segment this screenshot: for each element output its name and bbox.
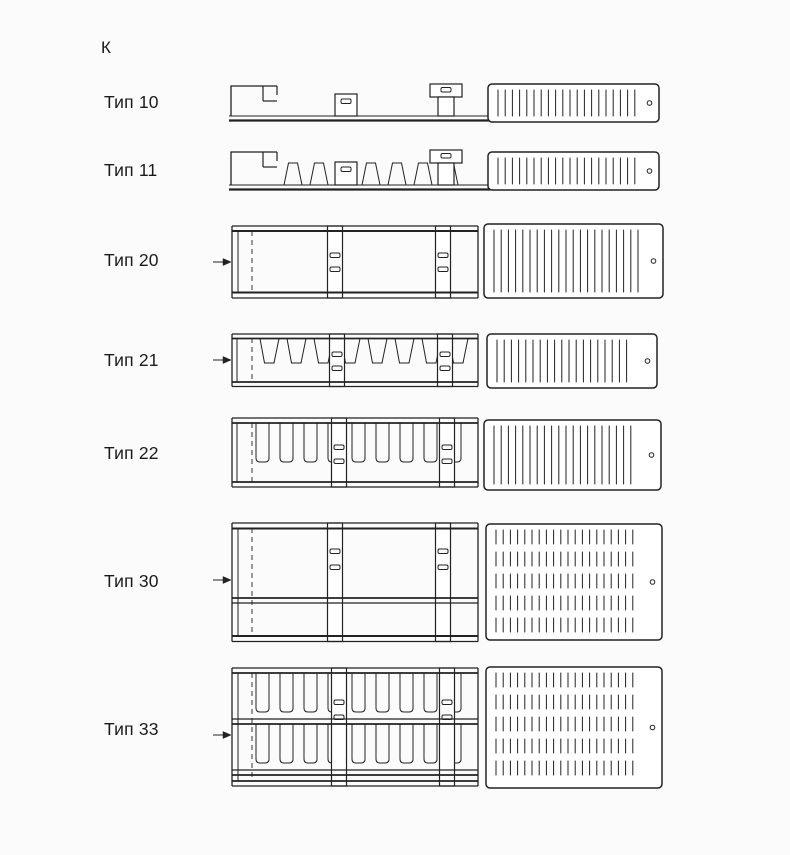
- row-label-type-11: Тип 11: [104, 160, 158, 180]
- profile-section-view: [213, 667, 479, 787]
- row-label-type-10: Тип 10: [104, 92, 159, 112]
- profile-section-view: [213, 333, 479, 388]
- diagram-row-20: [213, 223, 664, 299]
- diagram-row-10: [229, 83, 660, 123]
- row-label-type-33: Тип 33: [104, 719, 159, 739]
- profile-section-view: [213, 522, 479, 643]
- profile-section-view: [213, 225, 479, 299]
- grille-front-view: [487, 151, 660, 191]
- diagram-row-21: [213, 333, 658, 389]
- diagram-row-22: [231, 417, 662, 491]
- row-label-type-20: Тип 20: [104, 250, 159, 270]
- profile-section-view: [229, 149, 490, 191]
- grille-front-view: [487, 83, 660, 123]
- grille-front-view: [486, 333, 658, 389]
- row-label-type-22: Тип 22: [104, 443, 159, 463]
- profile-section-view: [231, 417, 479, 488]
- grille-front-view: [485, 666, 663, 789]
- diagram-row-33: [213, 666, 663, 789]
- grille-front-view: [485, 523, 663, 641]
- profile-section-view: [229, 83, 490, 122]
- diagram-row-11: [229, 149, 660, 191]
- row-label-type-21: Тип 21: [104, 350, 159, 370]
- corner-label: К: [101, 38, 111, 57]
- row-label-type-30: Тип 30: [104, 571, 159, 591]
- diagram-row-30: [213, 522, 663, 643]
- grille-front-view: [483, 419, 662, 491]
- grille-front-view: [483, 223, 664, 299]
